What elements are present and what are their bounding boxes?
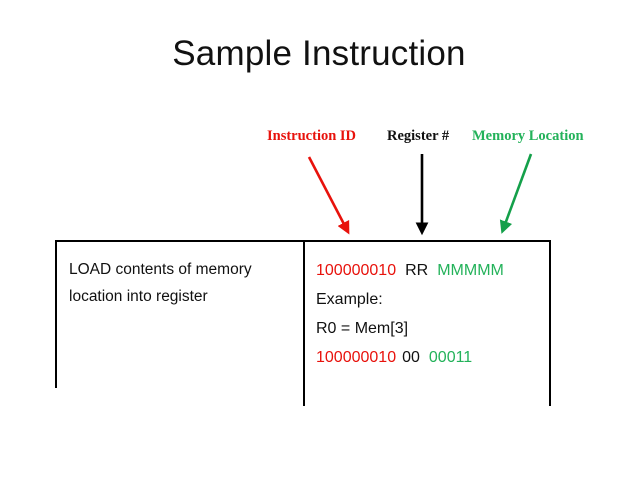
format-memory-location: MMMMM [437, 262, 504, 279]
description-line-1: LOAD contents of memory [69, 261, 252, 278]
example-memory-location: 00011 [428, 349, 473, 366]
instruction-table: LOAD contents of memory location into re… [55, 240, 551, 406]
example-label: Example: [316, 291, 383, 308]
example-expression: R0 = Mem[3] [316, 320, 409, 337]
example-register: 00 [402, 349, 420, 366]
annotation-label-memory-location: Memory Location [472, 128, 584, 144]
description-line-2: location into register [69, 288, 208, 305]
annotation-label-register-number: Register # [387, 128, 450, 144]
instruction-description-cell: LOAD contents of memory location into re… [55, 242, 303, 388]
annotation-label-instruction-id: Instruction ID [267, 128, 357, 144]
arrow-memory-location [499, 153, 533, 234]
format-register: RR [405, 262, 429, 279]
page-title: Sample Instruction [172, 34, 466, 73]
example-instruction-id: 100000010 [316, 349, 397, 366]
format-instruction-id: 100000010 [316, 262, 397, 279]
instruction-encoding-cell: 100000010 RR MMMMM Example: R0 = Mem[3] 10… [303, 242, 549, 406]
arrow-instruction-id [307, 156, 350, 235]
example-encoding-line: 100000010 00 00011 [316, 343, 549, 372]
encoding-format-line: 100000010 RR MMMMM [316, 256, 549, 285]
